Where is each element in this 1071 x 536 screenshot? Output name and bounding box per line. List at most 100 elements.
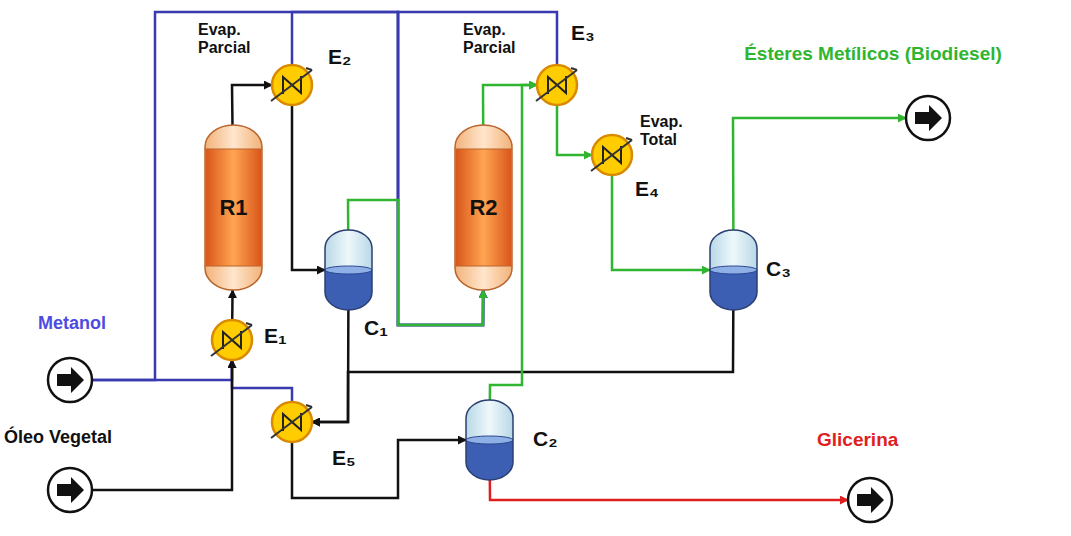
- reactor-shell: [455, 125, 512, 290]
- heat-exchanger-shape: [270, 63, 314, 107]
- terminal-ring: [48, 468, 92, 512]
- reactor-seam: [205, 149, 262, 150]
- exchanger-diagonal: [271, 70, 312, 101]
- process-stream: [312, 310, 348, 422]
- stream-name: Glicerina: [817, 429, 898, 451]
- separator-vessel: C₂: [466, 400, 513, 480]
- exchanger-body: [537, 65, 577, 105]
- reactor-body: [206, 149, 262, 266]
- terminal-ring: [906, 96, 950, 140]
- exchanger-body: [212, 320, 252, 360]
- liquid-surface: [710, 266, 757, 274]
- heat-exchanger: Evap. TotalE₄: [590, 133, 634, 177]
- exchanger-body: [272, 402, 312, 442]
- process-stream: [92, 360, 232, 490]
- vessel-outline: [710, 230, 757, 310]
- exchanger-diagonal: [211, 325, 252, 356]
- feed-inlet-shape: [47, 357, 93, 403]
- liquid-surface: [325, 266, 372, 274]
- terminal-arrow: [915, 105, 942, 131]
- reactor-seam: [455, 149, 512, 150]
- separator-vessel-shape: [466, 400, 513, 480]
- process-stream: [612, 175, 710, 270]
- terminal-arrow: [57, 367, 84, 393]
- terminal-ring: [48, 358, 92, 402]
- reactor-shell: [205, 125, 262, 290]
- reactor-vessel: R2: [455, 125, 512, 290]
- exchanger-diagonal: [591, 140, 632, 171]
- vessel-liquid: [466, 440, 513, 480]
- evaporator-note: Evap. Parcial: [463, 21, 535, 58]
- equipment-tag: C₁: [364, 316, 388, 340]
- equipment-tag: E₂: [328, 45, 351, 69]
- feed-inlet: Óleo Vegetal: [47, 467, 93, 513]
- vessel-top: [710, 230, 757, 310]
- exchanger-tick: [246, 323, 252, 325]
- terminal-ring: [848, 478, 892, 522]
- stream-name: Metanol: [38, 313, 106, 334]
- vessel-liquid: [710, 270, 757, 310]
- equipment-tag: E₄: [635, 177, 659, 201]
- equipment-tag: E₃: [571, 21, 595, 45]
- product-outlet: Glicerina: [847, 477, 893, 523]
- process-stream: [231, 290, 234, 320]
- exchanger-tick: [626, 138, 632, 140]
- equipment-tag: C₃: [766, 257, 791, 281]
- reactor-seam: [455, 266, 512, 267]
- product-outlet: Ésteres Metílicos (Biodiesel): [905, 95, 951, 141]
- heat-exchanger-shape: [270, 400, 314, 444]
- process-stream: [292, 105, 325, 270]
- separator-vessel: C₃: [710, 230, 757, 310]
- feed-inlet: Metanol: [47, 357, 93, 403]
- exchanger-tick: [306, 405, 312, 407]
- evaporator-note: Evap. Parcial: [198, 21, 270, 58]
- heat-exchanger-shape: [535, 63, 579, 107]
- terminal-arrow: [57, 477, 84, 503]
- product-outlet-shape: [847, 477, 893, 523]
- process-stream: [490, 480, 848, 500]
- reactor-vessel: R1: [205, 125, 262, 290]
- process-stream: [232, 360, 292, 402]
- process-stream: [292, 440, 466, 498]
- exchanger-body: [272, 65, 312, 105]
- heat-exchanger: Evap. ParcialE₃: [535, 63, 579, 107]
- liquid-surface: [466, 436, 513, 444]
- process-stream: [92, 12, 483, 380]
- separator-vessel-shape: [325, 230, 372, 310]
- exchanger-body: [592, 135, 632, 175]
- equipment-tag: C₂: [533, 427, 558, 451]
- vessel-liquid: [325, 270, 372, 310]
- separator-vessel-shape: [710, 230, 757, 310]
- process-stream: [398, 12, 557, 325]
- product-outlet-shape: [905, 95, 951, 141]
- heat-exchanger: Evap. ParcialE₂: [270, 63, 314, 107]
- feed-inlet-shape: [47, 467, 93, 513]
- process-stream: [92, 360, 232, 380]
- stream-name: Ésteres Metílicos (Biodiesel): [683, 43, 1063, 65]
- exchanger-diagonal: [536, 70, 577, 101]
- process-stream: [232, 85, 272, 125]
- evaporator-note: Evap. Total: [640, 113, 702, 150]
- stream-name: Óleo Vegetal: [4, 427, 112, 448]
- vessel-outline: [325, 230, 372, 310]
- reactor-tag: R2: [455, 195, 512, 220]
- vessel-top: [466, 400, 513, 480]
- heat-exchanger: E₁: [210, 318, 254, 362]
- equipment-tag: E₁: [264, 324, 287, 348]
- vessel-outline: [466, 400, 513, 480]
- exchanger-tick: [306, 68, 312, 70]
- reactor-body: [456, 149, 512, 266]
- process-stream: [483, 85, 537, 125]
- separator-vessel: C₁: [325, 230, 372, 310]
- exchanger-diagonal: [271, 407, 312, 438]
- exchanger-tick: [571, 68, 577, 70]
- terminal-arrow: [857, 487, 884, 513]
- heat-exchanger: E₅: [270, 400, 314, 444]
- process-stream: [557, 105, 592, 155]
- reactor-seam: [205, 266, 262, 267]
- process-stream: [733, 118, 906, 230]
- vessel-top: [325, 230, 372, 310]
- heat-exchanger-shape: [590, 133, 634, 177]
